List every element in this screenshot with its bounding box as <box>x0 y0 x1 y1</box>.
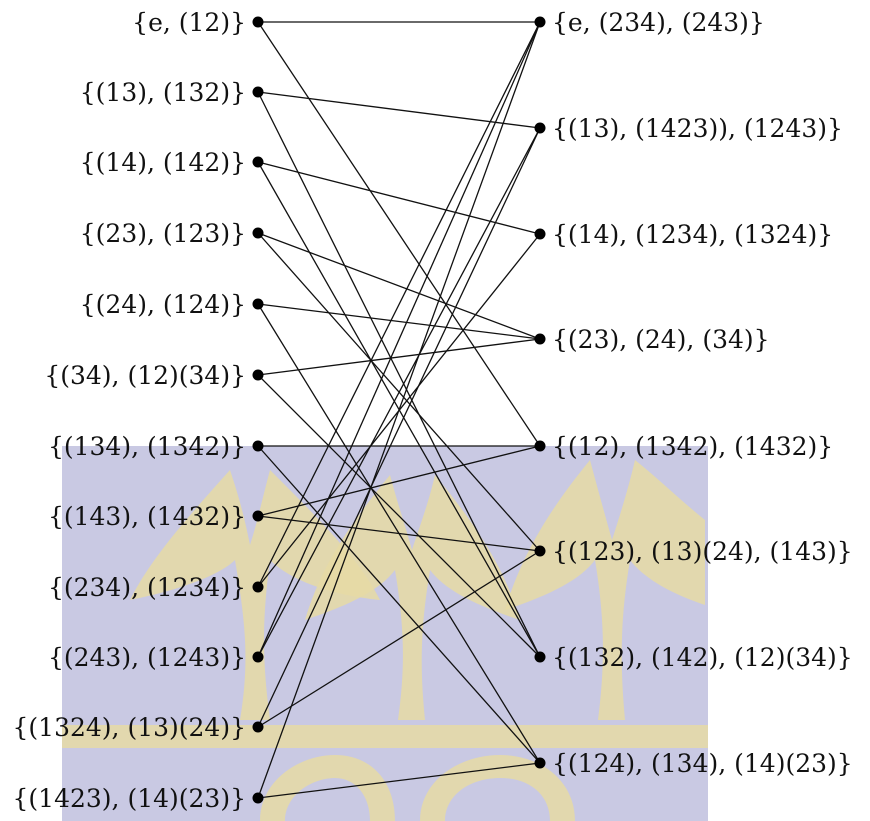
right-node-label-6: {(132), (142), (12)(34)} <box>552 643 853 672</box>
left-node-label-5: {(34), (12)(34)} <box>44 361 246 390</box>
left-node-label-1: {(13), (132)} <box>80 78 246 107</box>
right-node-2 <box>535 229 546 240</box>
left-node-label-7: {(143), (1432)} <box>48 502 246 531</box>
edge-0-4 <box>258 22 540 446</box>
left-node-6 <box>253 441 264 452</box>
left-node-label-6: {(134), (1342)} <box>48 432 246 461</box>
left-node-5 <box>253 370 264 381</box>
right-node-label-7: {(124), (134), (14)(23)} <box>552 749 853 778</box>
right-node-label-2: {(14), (1234), (1324)} <box>552 220 833 249</box>
right-node-4 <box>535 441 546 452</box>
right-node-7 <box>535 758 546 769</box>
left-node-0 <box>253 17 264 28</box>
right-node-label-4: {(12), (1342), (1432)} <box>552 432 833 461</box>
edge-5-3 <box>258 339 540 375</box>
left-node-4 <box>253 299 264 310</box>
left-node-label-0: {e, (12)} <box>132 8 246 37</box>
right-node-1 <box>535 123 546 134</box>
left-node-11 <box>253 793 264 804</box>
edge-2-2 <box>258 162 540 234</box>
left-node-label-10: {(1324), (13)(24)} <box>13 713 246 742</box>
right-node-label-0: {e, (234), (243)} <box>552 8 765 37</box>
left-node-label-8: {(234), (1234)} <box>48 573 246 602</box>
left-node-label-4: {(24), (124)} <box>80 290 246 319</box>
left-node-8 <box>253 582 264 593</box>
left-node-label-9: {(243), (1243)} <box>48 643 246 672</box>
edge-4-3 <box>258 304 540 339</box>
edge-1-1 <box>258 92 540 128</box>
left-node-3 <box>253 228 264 239</box>
right-node-5 <box>535 546 546 557</box>
left-node-2 <box>253 157 264 168</box>
right-node-6 <box>535 652 546 663</box>
left-node-label-11: {(1423), (14)(23)} <box>13 784 246 813</box>
left-node-1 <box>253 87 264 98</box>
right-node-3 <box>535 334 546 345</box>
left-node-label-2: {(14), (142)} <box>80 148 246 177</box>
right-node-label-3: {(23), (24), (34)} <box>552 325 770 354</box>
right-node-label-1: {(13), (1423)), (1243)} <box>552 114 843 143</box>
left-node-7 <box>253 511 264 522</box>
left-node-label-3: {(23), (123)} <box>80 219 246 248</box>
right-node-label-5: {(123), (13)(24), (143)} <box>552 537 853 566</box>
left-node-9 <box>253 652 264 663</box>
right-node-0 <box>535 17 546 28</box>
left-node-10 <box>253 722 264 733</box>
